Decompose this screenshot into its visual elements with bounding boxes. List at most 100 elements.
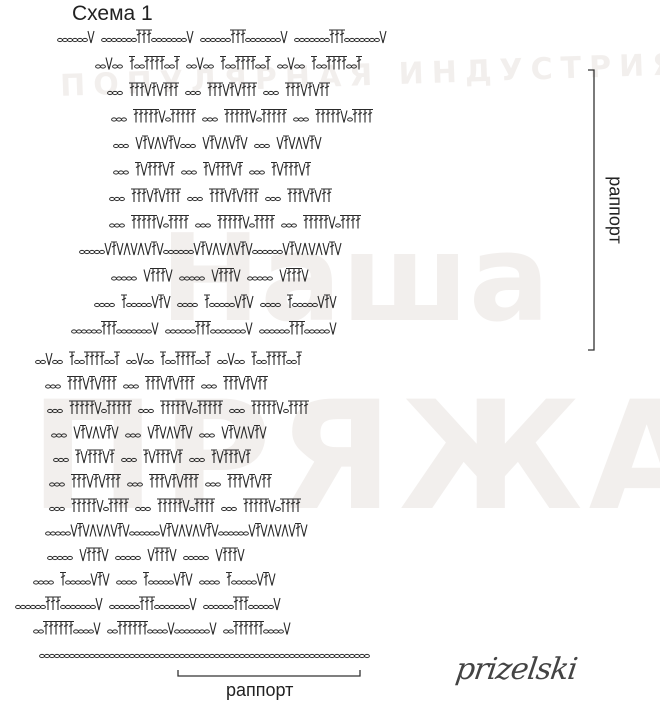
chain-stitch: [189, 629, 195, 634]
chain-stitch: [74, 653, 80, 659]
decrease-stitch: [192, 524, 200, 537]
v-stitch: [147, 548, 155, 562]
double-crochet: [152, 161, 158, 176]
chain-stitch: [246, 580, 252, 585]
double-crochet: [253, 188, 259, 202]
chain-stitch: [209, 653, 215, 659]
double-crochet: [207, 400, 213, 414]
chain-stitch: [347, 117, 353, 122]
v-stitch: [211, 269, 219, 282]
chain-stitch: [202, 117, 208, 122]
chain-stitch: [15, 604, 21, 610]
v-stitch: [233, 269, 241, 282]
chain-stitch: [257, 276, 263, 281]
chain-stitch: [52, 408, 58, 414]
chain-stitch: [65, 604, 71, 610]
chain-stitch: [130, 555, 136, 561]
double-crochet: [303, 400, 309, 414]
chain-stitch: [364, 653, 370, 659]
chain-stitch: [107, 90, 113, 96]
chain-stitch: [359, 653, 365, 659]
chain-stitch: [200, 359, 206, 365]
double-crochet: [163, 82, 169, 96]
double-crochet: [286, 267, 292, 282]
chain-stitch: [157, 629, 163, 634]
double-crochet: [91, 498, 97, 512]
double-crochet: [261, 400, 267, 414]
v-stitch: [130, 242, 138, 256]
chain-stitch: [303, 117, 309, 122]
v-stitch: [300, 83, 308, 97]
v-stitch: [233, 242, 241, 256]
chain-stitch: [104, 359, 110, 365]
double-crochet: [245, 55, 251, 70]
chain-stitch: [126, 457, 132, 463]
v-stitch: [169, 548, 177, 562]
v-stitch: [90, 573, 98, 586]
double-crochet: [170, 400, 176, 414]
chain-stitch: [163, 249, 169, 255]
chain-stitch: [209, 580, 215, 585]
double-crochet: [168, 82, 174, 96]
upper-row-1: [57, 29, 387, 44]
double-crochet: [194, 498, 200, 512]
double-crochet: [222, 547, 228, 561]
chain-stitch: [140, 506, 146, 512]
v-stitch: [276, 401, 284, 415]
chain-stitch: [189, 506, 195, 512]
double-crochet: [258, 620, 264, 635]
chain-stitch: [304, 329, 310, 334]
chain-stitch: [203, 604, 209, 610]
chain-stitch: [250, 37, 256, 43]
chain-stitch: [163, 580, 169, 585]
chain-stitch: [120, 555, 126, 561]
double-crochet: [339, 29, 345, 43]
upper-row-12: [71, 320, 337, 335]
chain-stitch: [139, 64, 145, 69]
chain-stitch: [168, 580, 174, 585]
double-crochet: [55, 596, 61, 610]
double-crochet: [225, 161, 231, 176]
double-crochet: [162, 498, 168, 512]
chain-stitch: [199, 276, 205, 281]
double-crochet: [245, 375, 251, 390]
chain-stitch: [56, 433, 62, 438]
double-crochet: [350, 214, 356, 229]
chain-stitch: [112, 629, 118, 634]
chain-stitch: [71, 329, 77, 334]
double-crochet: [298, 400, 304, 414]
double-crochet: [323, 214, 329, 229]
chain-stitch: [215, 329, 221, 334]
v-stitch: [140, 163, 148, 176]
chain-stitch: [109, 604, 115, 610]
double-crochet: [79, 400, 85, 414]
chain-stitch: [170, 359, 176, 365]
double-crochet: [234, 108, 240, 123]
double-crochet: [241, 82, 247, 96]
double-crochet: [266, 400, 272, 414]
double-crochet: [243, 188, 249, 202]
lower-row-12: [33, 620, 291, 635]
double-crochet: [74, 400, 80, 414]
v-stitch: [161, 136, 169, 150]
chain-stitch: [116, 276, 122, 281]
v-stitch: [87, 30, 95, 44]
chain-stitch: [307, 302, 313, 308]
chain-stitch: [344, 37, 350, 43]
double-crochet: [271, 400, 277, 414]
chain-stitch: [198, 555, 204, 561]
chain-stitch: [184, 629, 190, 634]
chain-stitch: [304, 37, 310, 43]
v-stitch: [208, 163, 216, 176]
chain-stitch: [121, 329, 127, 334]
double-crochet: [175, 108, 181, 123]
chain-stitch: [240, 329, 246, 334]
double-crochet: [217, 82, 223, 96]
double-crochet: [202, 400, 208, 414]
chain-stitch: [259, 329, 265, 334]
chain-stitch: [25, 604, 31, 610]
double-crochet: [362, 108, 368, 123]
double-crochet: [167, 375, 173, 390]
chain-stitch: [208, 64, 214, 69]
